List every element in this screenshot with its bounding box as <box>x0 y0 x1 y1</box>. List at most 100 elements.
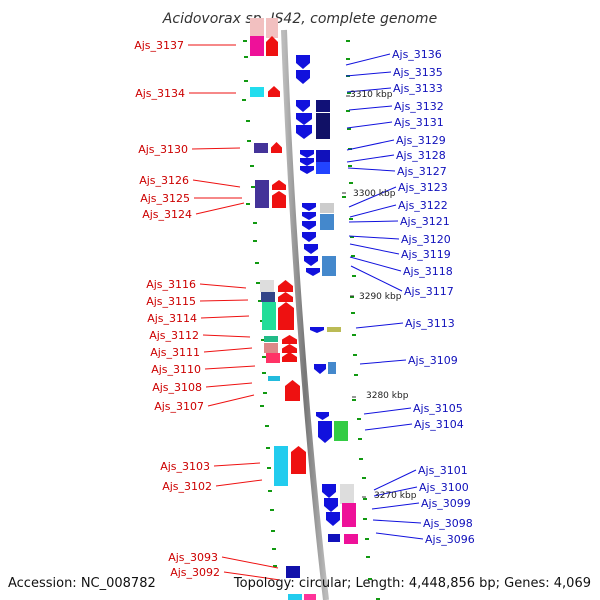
forward-gene-arrow <box>268 86 280 97</box>
gene-feature-box <box>254 143 268 153</box>
gene-label-ajs-3120[interactable]: Ajs_3120 <box>401 233 451 246</box>
gene-label-ajs-3117[interactable]: Ajs_3117 <box>404 285 454 298</box>
reverse-gene-arrow <box>304 244 318 254</box>
forward-gene-arrow <box>266 36 278 56</box>
reverse-gene-arrow <box>310 327 324 333</box>
scale-tick <box>246 120 250 122</box>
scale-tick <box>363 518 367 520</box>
gene-label-ajs-3125[interactable]: Ajs_3125 <box>140 192 190 205</box>
accession-text: Accession: NC_008782 <box>8 576 156 591</box>
scale-tick <box>256 282 260 284</box>
gene-label-ajs-3127[interactable]: Ajs_3127 <box>397 165 447 178</box>
gene-label-ajs-3131[interactable]: Ajs_3131 <box>394 116 444 129</box>
kbp-label-3290: 3290 kbp <box>359 292 402 302</box>
gene-label-ajs-3116[interactable]: Ajs_3116 <box>146 278 196 291</box>
gene-feature-box <box>334 421 348 441</box>
label-leader <box>373 469 417 491</box>
scale-tick <box>272 548 276 550</box>
gene-label-ajs-3098[interactable]: Ajs_3098 <box>423 517 473 530</box>
gene-label-ajs-3118[interactable]: Ajs_3118 <box>403 265 453 278</box>
gene-feature-box <box>261 292 275 302</box>
scale-tick <box>263 392 267 394</box>
gene-label-ajs-3128[interactable]: Ajs_3128 <box>396 149 446 162</box>
gene-label-ajs-3113[interactable]: Ajs_3113 <box>405 317 455 330</box>
forward-gene-arrow <box>272 180 286 190</box>
gene-label-ajs-3102[interactable]: Ajs_3102 <box>162 480 212 493</box>
scale-tick <box>250 165 254 167</box>
gene-label-ajs-3105[interactable]: Ajs_3105 <box>413 402 463 415</box>
scale-tick <box>266 447 270 449</box>
gene-label-ajs-3130[interactable]: Ajs_3130 <box>138 143 188 156</box>
gene-label-ajs-3124[interactable]: Ajs_3124 <box>142 208 192 221</box>
label-leaders <box>188 44 424 581</box>
forward-gene-arrow <box>278 302 294 330</box>
gene-feature-box <box>260 280 274 292</box>
scale-tick <box>363 498 367 500</box>
gene-label-ajs-3103[interactable]: Ajs_3103 <box>160 460 210 473</box>
reverse-gene-arrow <box>326 512 340 526</box>
gene-label-ajs-3136[interactable]: Ajs_3136 <box>392 48 442 61</box>
scale-tick <box>366 556 370 558</box>
forward-gene-arrow <box>271 142 282 153</box>
reverse-gene-arrow <box>304 256 318 266</box>
label-leader <box>205 382 253 388</box>
gene-label-ajs-3132[interactable]: Ajs_3132 <box>394 100 444 113</box>
gene-label-ajs-3107[interactable]: Ajs_3107 <box>154 400 204 413</box>
gene-feature-box <box>288 594 302 600</box>
gene-label-ajs-3101[interactable]: Ajs_3101 <box>418 464 468 477</box>
forward-gene-arrow <box>278 280 293 292</box>
gene-label-ajs-3111[interactable]: Ajs_3111 <box>150 346 200 359</box>
gene-label-ajs-3129[interactable]: Ajs_3129 <box>396 134 446 147</box>
gene-label-ajs-3137[interactable]: Ajs_3137 <box>134 39 184 52</box>
gene-glyphs <box>250 18 358 600</box>
scale-tick <box>242 99 246 101</box>
gene-feature-box <box>344 534 358 544</box>
gene-label-ajs-3099[interactable]: Ajs_3099 <box>421 497 471 510</box>
scale-tick <box>244 56 248 58</box>
gene-label-ajs-3126[interactable]: Ajs_3126 <box>139 174 189 187</box>
gene-label-ajs-3096[interactable]: Ajs_3096 <box>425 533 475 546</box>
gene-label-ajs-3108[interactable]: Ajs_3108 <box>152 381 202 394</box>
label-leader <box>192 179 241 188</box>
gene-label-ajs-3092[interactable]: Ajs_3092 <box>170 566 220 579</box>
scale-tick <box>255 262 259 264</box>
scale-tick <box>359 458 363 460</box>
reverse-gene-arrow <box>296 55 310 69</box>
gene-label-ajs-3112[interactable]: Ajs_3112 <box>149 329 199 342</box>
label-leader <box>349 204 397 218</box>
label-leader <box>221 556 279 569</box>
genome-backbone <box>281 29 329 600</box>
gene-label-ajs-3123[interactable]: Ajs_3123 <box>398 181 448 194</box>
scale-tick <box>243 40 247 42</box>
gene-label-ajs-3104[interactable]: Ajs_3104 <box>414 418 464 431</box>
gene-label-ajs-3114[interactable]: Ajs_3114 <box>147 312 197 325</box>
gene-label-ajs-3133[interactable]: Ajs_3133 <box>393 82 443 95</box>
gene-label-ajs-3100[interactable]: Ajs_3100 <box>419 481 469 494</box>
label-leader <box>346 121 393 129</box>
label-leader <box>375 532 424 540</box>
scale-tick <box>270 509 274 511</box>
scale-tick <box>349 218 353 220</box>
gene-label-ajs-3135[interactable]: Ajs_3135 <box>393 66 443 79</box>
reverse-gene-arrow <box>306 268 320 276</box>
gene-label-ajs-3115[interactable]: Ajs_3115 <box>146 295 196 308</box>
scale-tick <box>346 58 350 60</box>
gene-label-ajs-3134[interactable]: Ajs_3134 <box>135 87 185 100</box>
gene-feature-box <box>316 150 330 162</box>
scale-tick <box>352 399 356 401</box>
scale-tick <box>342 196 346 198</box>
gene-label-ajs-3121[interactable]: Ajs_3121 <box>400 215 450 228</box>
gene-feature-box <box>255 180 269 208</box>
gene-label-ajs-3119[interactable]: Ajs_3119 <box>401 248 451 261</box>
gene-label-ajs-3109[interactable]: Ajs_3109 <box>408 354 458 367</box>
gene-label-ajs-3093[interactable]: Ajs_3093 <box>168 551 218 564</box>
scale-tick <box>350 236 354 238</box>
scale-tick <box>352 275 356 277</box>
gene-label-ajs-3110[interactable]: Ajs_3110 <box>151 363 201 376</box>
gene-feature-box <box>316 162 330 174</box>
gene-feature-box <box>272 200 286 208</box>
map-title: Acidovorax sp. JS42, complete genome <box>162 11 437 27</box>
gene-feature-box <box>274 446 288 486</box>
gene-label-ajs-3122[interactable]: Ajs_3122 <box>398 199 448 212</box>
